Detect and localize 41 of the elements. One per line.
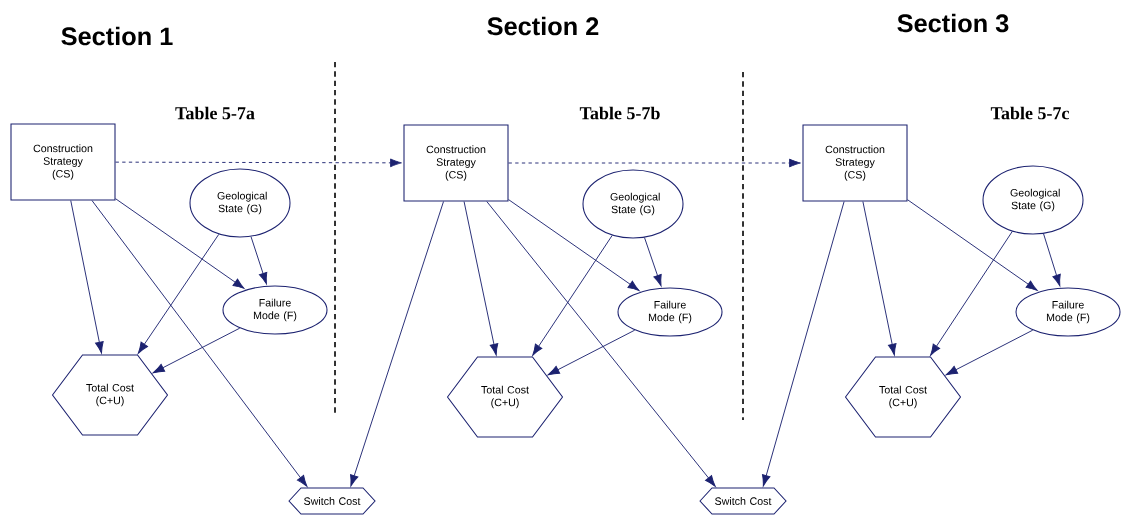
strategy-box: Construction Strategy (CS) [403,124,509,202]
arrow [907,199,1038,291]
arrow [762,201,845,487]
ellipse-node: Failure Mode (F) [617,287,723,337]
arrow [547,329,636,376]
ellipse-node: Failure Mode (F) [222,285,328,335]
arrow [644,237,662,287]
section-heading: Section 1 [61,26,173,46]
table-label: Table 5-7a [175,106,255,120]
arrow [91,200,308,487]
strategy-box: Construction Strategy (CS) [10,123,116,201]
section-heading: Section 2 [487,16,599,36]
arrow [115,198,245,289]
hexagon-node: Total Cost (C+U) [446,356,564,438]
arrow [1043,233,1061,287]
arrow [532,235,613,356]
arrow [115,158,402,168]
section-heading: Section 3 [897,13,1009,33]
strategy-box: Construction Strategy (CS) [802,124,908,202]
arrow [250,236,268,285]
ellipse-node: Geological State (G) [189,168,291,238]
hexagon-node: Switch Cost [699,487,787,515]
arrow [930,231,1013,356]
ellipse-node: Failure Mode (F) [1015,287,1121,337]
arrow [508,158,801,168]
arrow [70,200,104,354]
ellipse-node: Geological State (G) [582,169,684,239]
ellipse-node: Geological State (G) [982,165,1084,235]
arrow [152,327,241,374]
arrow [350,201,444,487]
table-label: Table 5-7b [579,106,660,120]
arrow [463,201,499,356]
hexagon-node: Total Cost (C+U) [844,356,962,438]
arrow [137,233,220,354]
arrow [945,329,1034,376]
hexagon-node: Switch Cost [288,487,376,515]
hexagon-node: Total Cost (C+U) [51,354,169,436]
arrow [508,199,640,291]
arrow [862,201,897,356]
arrow [486,201,716,487]
table-label: Table 5-7c [990,106,1069,120]
